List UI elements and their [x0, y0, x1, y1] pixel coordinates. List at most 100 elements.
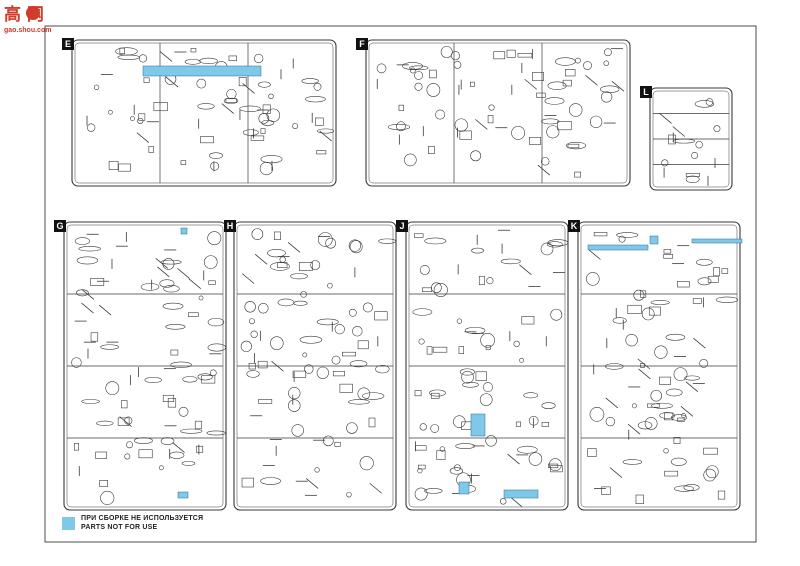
- part-round: [440, 46, 453, 58]
- part-oval: [685, 175, 700, 184]
- part-block: [90, 278, 105, 286]
- part-round: [270, 336, 284, 350]
- part-block: [90, 332, 99, 342]
- part-rod: [241, 273, 255, 284]
- part-round: [605, 416, 616, 427]
- part-oval: [207, 317, 225, 327]
- part-round: [661, 159, 669, 167]
- part-round: [486, 277, 494, 285]
- part-round: [251, 228, 264, 240]
- part-block: [422, 287, 432, 292]
- part-round: [124, 416, 133, 425]
- legend-text: ПРИ СБОРКЕ НЕ ИСПОЛЬЗУЕТСЯ PARTS NOT FOR…: [81, 514, 203, 532]
- legend-line-en: PARTS NOT FOR USE: [81, 524, 158, 531]
- part-round: [138, 54, 148, 63]
- part-round: [327, 282, 333, 289]
- part-oval: [242, 129, 259, 136]
- part-round: [703, 468, 717, 482]
- watermark-url: gao.shou.com: [4, 27, 51, 34]
- part-block: [493, 51, 506, 60]
- part-block: [639, 363, 645, 368]
- sprue-runner: [71, 39, 337, 187]
- part-block: [663, 412, 674, 421]
- part-block: [138, 113, 146, 121]
- legend-line-ru: ПРИ СБОРКЕ НЕ ИСПОЛЬЗУЕТСЯ: [81, 515, 204, 522]
- part-round: [258, 113, 270, 124]
- part-block: [194, 420, 202, 430]
- part-rod: [159, 51, 173, 62]
- sprue-k: K: [568, 220, 741, 511]
- part-oval: [160, 437, 175, 446]
- part-block: [292, 370, 307, 378]
- part-round: [346, 422, 358, 434]
- part-round: [268, 93, 274, 100]
- part-oval: [159, 279, 175, 288]
- part-round: [663, 448, 669, 454]
- part-block: [436, 450, 446, 460]
- part-block: [601, 486, 611, 495]
- part-block: [341, 351, 357, 357]
- sprue-label: J: [399, 221, 404, 231]
- part-block: [717, 490, 726, 500]
- not-for-use-part: [587, 244, 649, 251]
- sprue-h: H: [224, 220, 397, 511]
- sprue-label-badge: [224, 220, 236, 232]
- part-oval: [600, 85, 620, 93]
- sprue-label: G: [56, 221, 63, 231]
- part-round: [705, 465, 719, 479]
- part-oval: [260, 155, 283, 164]
- part-rod: [680, 405, 694, 417]
- part-round: [450, 51, 460, 61]
- part-round: [288, 387, 301, 400]
- part-oval: [375, 364, 390, 374]
- part-block: [557, 121, 572, 131]
- part-round: [279, 256, 286, 263]
- part-block: [257, 360, 268, 369]
- part-oval: [387, 123, 411, 131]
- part-round: [641, 307, 655, 321]
- not-for-use-part: [458, 481, 470, 495]
- part-round: [540, 157, 550, 166]
- part-block: [461, 421, 472, 430]
- part-oval: [270, 262, 290, 271]
- part-round: [198, 295, 204, 301]
- part-block: [521, 316, 535, 325]
- part-round: [244, 301, 256, 313]
- part-round: [589, 115, 603, 128]
- part-rod: [659, 113, 672, 124]
- part-round: [310, 260, 321, 270]
- not-for-use-part: [470, 413, 486, 437]
- part-round: [86, 123, 96, 132]
- part-oval: [604, 363, 624, 370]
- part-round: [625, 333, 638, 347]
- part-round: [71, 357, 82, 368]
- part-round: [105, 381, 120, 396]
- part-round: [550, 308, 563, 321]
- legend: ПРИ СБОРКЕ НЕ ИСПОЛЬЗУЕТСЯ PARTS NOT FOR…: [62, 514, 203, 532]
- part-round: [513, 340, 520, 348]
- part-block: [668, 134, 676, 145]
- part-round: [203, 255, 218, 269]
- part-block: [587, 448, 597, 457]
- part-round: [431, 282, 442, 293]
- part-oval: [694, 100, 715, 108]
- part-rod: [509, 496, 523, 507]
- part-block: [299, 262, 313, 271]
- part-round: [519, 358, 524, 363]
- part-oval: [74, 237, 90, 245]
- part-oval: [424, 237, 447, 245]
- part-block: [648, 306, 661, 316]
- part-block: [315, 117, 324, 126]
- part-block: [565, 69, 576, 77]
- sprue-g: G: [54, 220, 227, 511]
- part-oval: [565, 141, 587, 150]
- part-round: [348, 308, 357, 317]
- part-oval: [348, 399, 370, 405]
- part-round: [331, 355, 341, 365]
- part-rod: [254, 253, 268, 265]
- sprue-runner: [405, 221, 569, 511]
- part-round: [414, 71, 423, 80]
- part-round: [456, 318, 463, 324]
- sprue-runner-inner: [368, 42, 628, 184]
